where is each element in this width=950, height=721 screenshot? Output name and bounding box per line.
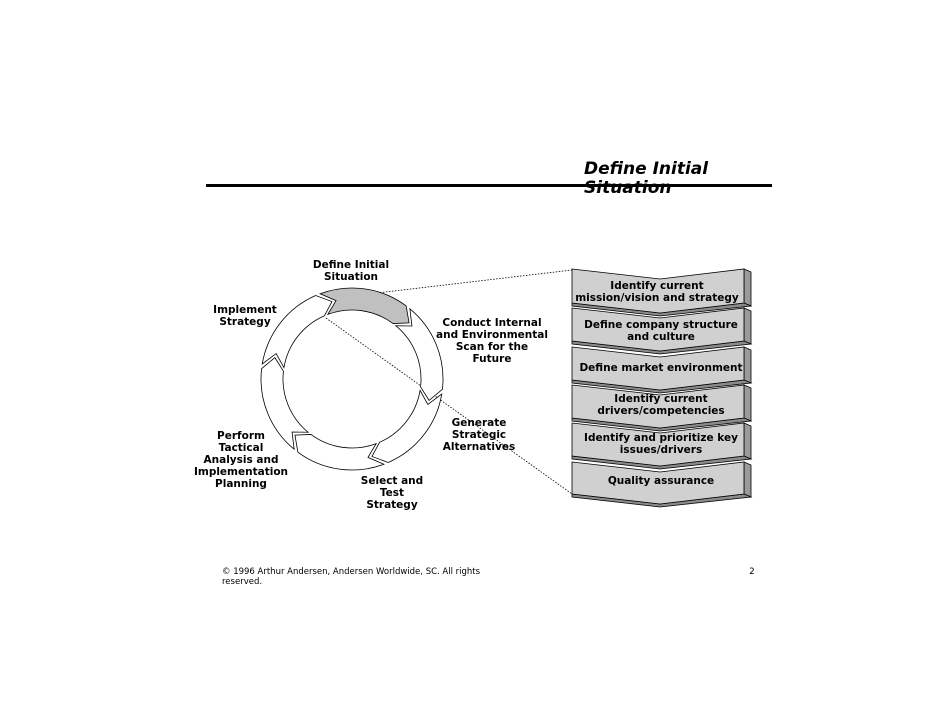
phase-label-tactical-analysis: Perform Tactical Analysis and Implementa… [193,430,289,490]
slide-title: Define Initial Situation [584,159,709,198]
phase-label-select-test: Select and Test Strategy [360,475,424,511]
cycle-segment-conduct-internal-and-environmental-scan-for-the-future [394,307,444,401]
cycle-segment-select-and-test-strategy [294,434,385,471]
step-label: Define market environment [579,362,743,374]
copyright-footer: © 1996 Arthur Andersen, Andersen Worldwi… [222,567,481,587]
phase-label-generate-alternatives: Generate Strategic Alternatives [442,417,516,453]
callout-line-top [376,269,573,294]
cycle-segment-define-initial-situation [319,287,410,324]
phase-label-implement: Implement Strategy [213,304,277,328]
step-chevron [571,346,745,391]
callout-line-bottom [325,317,573,495]
step-chevron [571,268,745,314]
page-number: 2 [749,567,755,577]
cycle-segment-implement-strategy [261,295,333,369]
step-label: Identify current mission/vision and stra… [575,280,739,304]
step-chevron [571,307,745,352]
step-chevron [571,384,745,429]
cycle-segment-generate-strategic-alternatives [371,389,443,463]
step-chevron [571,422,745,467]
phase-label-conduct-scan: Conduct Internal and Environmental Scan … [436,317,548,365]
phase-label-define-initial-situation: Define Initial Situation [312,259,390,283]
step-label: Quality assurance [607,475,715,487]
cycle-segment-perform-tactical-analysis-and-implementation-planning [260,357,310,451]
step-chevron [571,461,745,505]
step-label: Define company structure and culture [584,319,738,343]
title-rule [206,184,772,187]
step-label: Identify and prioritize key issues/drive… [584,432,738,456]
step-label: Identify current drivers/competencies [597,393,725,417]
